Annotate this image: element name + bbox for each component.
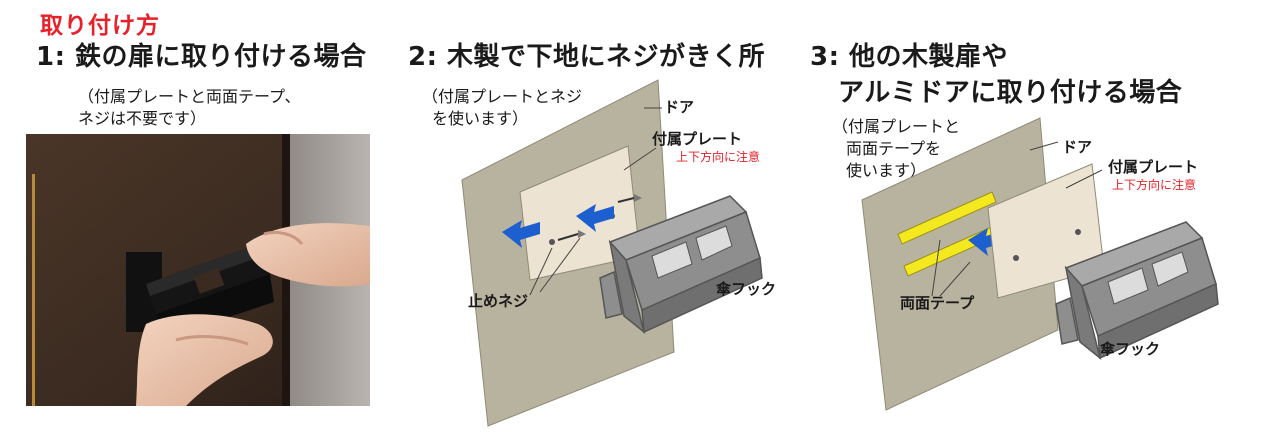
section3-diagram xyxy=(861,117,1219,411)
section3-label-hook: 傘フック xyxy=(1100,340,1161,358)
section3-note-line1: （付属プレートと xyxy=(832,117,961,136)
section3-title-line1: 3: 他の木製扉や xyxy=(810,42,1009,72)
screw-icon xyxy=(557,194,642,241)
section3-title-line2: アルミドアに取り付ける場合 xyxy=(838,78,1183,108)
page-title: 取り付け方 xyxy=(40,13,160,39)
section1-title: 1: 鉄の扉に取り付ける場合 xyxy=(36,42,367,72)
section2-diagram xyxy=(461,79,763,427)
section3-label-plate: 付属プレート xyxy=(1108,158,1199,176)
section3-label-door: ドア xyxy=(1062,138,1093,156)
section3-label-tape: 両面テープ xyxy=(900,294,975,312)
section2-label-door: ドア xyxy=(664,98,695,116)
section3-label-plate-sub: 上下方向に注意 xyxy=(1112,178,1197,192)
double-sided-tape xyxy=(897,191,997,245)
section2-note-line2: を使います） xyxy=(432,109,529,128)
section1-note-line1: （付属プレートと両面テープ、 xyxy=(78,87,301,106)
section3-note-line3: 使います） xyxy=(846,161,927,180)
umbrella-hook-illustration xyxy=(1055,221,1219,360)
section2-label-hook: 傘フック xyxy=(716,280,777,298)
section2-label-plate-sub: 上下方向に注意 xyxy=(676,150,761,164)
section2-note-line1: （付属プレートとネジ xyxy=(422,87,583,106)
section1-note-line2: ネジは不要です） xyxy=(78,109,207,128)
hands-photo xyxy=(136,223,370,406)
installation-photo xyxy=(26,134,370,406)
blue-arrow-icon xyxy=(576,204,614,232)
blue-arrow-icon xyxy=(502,220,540,248)
door-panel xyxy=(861,117,1059,411)
section2-label-screw: 止めネジ xyxy=(468,292,529,310)
section2-title: 2: 木製で下地にネジがきく所 xyxy=(408,42,766,72)
section2-label-plate: 付属プレート xyxy=(652,130,743,148)
section3-note-line2: 両面テープを xyxy=(846,139,942,158)
umbrella-hook-illustration xyxy=(599,195,763,334)
